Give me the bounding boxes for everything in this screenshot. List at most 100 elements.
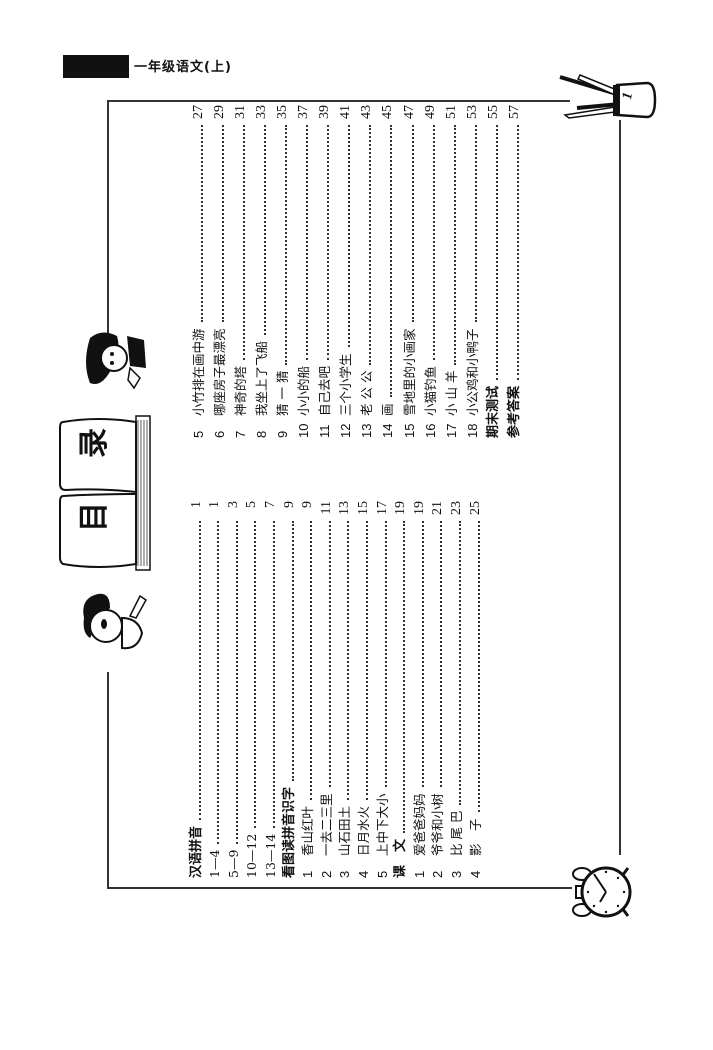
toc-entry-number: 18 xyxy=(464,423,480,438)
toc-entry-label: 小小的船 xyxy=(296,365,312,416)
dot-leader xyxy=(347,521,350,800)
pencil-cup-icon xyxy=(559,74,657,119)
toc-entry-number: 9 xyxy=(275,430,291,438)
toc-entry-label: 三个小学生 xyxy=(338,353,354,416)
toc-entry-page: 53 xyxy=(464,105,480,119)
toc-entry-label: 一去二三里 xyxy=(318,793,334,856)
dot-leader xyxy=(264,125,267,335)
toc-entry-label: 小猫钓鱼 xyxy=(422,365,438,416)
toc-entry-number: 16 xyxy=(422,423,438,438)
dot-leader xyxy=(217,521,220,844)
toc-entry-page: 29 xyxy=(212,105,228,119)
toc-entry-label: 1—4 xyxy=(207,849,223,878)
toc-entry-page: 49 xyxy=(422,105,438,119)
toc-entry-label: 老 公 公 xyxy=(359,370,375,416)
toc-entry-number: 3 xyxy=(448,870,464,878)
toc-entry-label: 影 子 xyxy=(467,818,483,856)
frame-top-line xyxy=(108,100,570,102)
toc-entry-label: 课 文 xyxy=(393,838,409,878)
dot-leader xyxy=(421,521,424,788)
toc-entry-page: 19 xyxy=(393,501,409,515)
toc-entry-number: 2 xyxy=(430,870,446,878)
toc-entry-label: 小竹排在画中游 xyxy=(191,328,207,416)
frame-right-line xyxy=(619,120,621,855)
toc-entry-label: 画 xyxy=(380,403,396,416)
toc-entry-page: 15 xyxy=(355,501,371,515)
dot-leader xyxy=(440,521,443,788)
toc-entry-number: 5 xyxy=(191,430,207,438)
toc-entry-page: 33 xyxy=(254,105,270,119)
dot-leader xyxy=(477,521,480,813)
toc-entry-page: 41 xyxy=(338,105,354,119)
toc-entry: 5 小竹排在画中游 27 xyxy=(185,105,206,438)
frame-left-line-lower xyxy=(107,672,109,888)
toc-entry: 9 猜 一 猜 35 xyxy=(269,105,290,438)
toc-entry-page: 27 xyxy=(191,105,207,119)
toc-entry-page: 47 xyxy=(401,105,417,119)
toc-entry-number: 8 xyxy=(254,430,270,438)
toc-entry-label: 上中下大小 xyxy=(374,793,390,856)
toc-entry-label: 13—14 xyxy=(262,833,278,878)
toc-entry-label: 雪地里的小画家 xyxy=(401,328,417,416)
toc-entry: 12 三个小学生 41 xyxy=(332,105,353,438)
toc-entry-number: 5 xyxy=(374,870,390,878)
toc-entry-page: 11 xyxy=(318,501,334,515)
toc-entry: 1—4 1 xyxy=(204,501,223,878)
dot-leader xyxy=(495,125,498,380)
toc-entry-label: 山石田土 xyxy=(337,805,353,856)
toc-entry-page: 1 xyxy=(207,501,223,508)
running-header: 一年级语文(上) xyxy=(134,56,238,80)
toc-entry-page: 3 xyxy=(225,501,241,508)
toc-entry-page: 51 xyxy=(443,105,459,119)
toc-entry-label: 比 尾 巴 xyxy=(448,810,464,856)
toc-entry-label: 神奇的塔 xyxy=(233,365,249,416)
dot-leader xyxy=(235,521,238,844)
toc-entry-page: 9 xyxy=(281,501,297,508)
boy-illustration xyxy=(83,593,147,650)
toc-entry-label: 香山红叶 xyxy=(300,805,316,856)
dot-leader xyxy=(222,125,225,323)
dot-leader xyxy=(403,521,406,833)
toc-entry-page: 35 xyxy=(275,105,291,119)
toc-entry-page: 25 xyxy=(467,501,483,515)
toc-entry-page: 37 xyxy=(296,105,312,119)
toc-entry-number: 3 xyxy=(337,870,353,878)
toc-entry-number: 17 xyxy=(443,423,459,438)
header-tab-block xyxy=(63,55,129,78)
dot-leader xyxy=(453,125,456,365)
toc-entry-page: 57 xyxy=(506,105,522,119)
frame-left-line-upper xyxy=(107,100,109,345)
dot-leader xyxy=(348,125,351,348)
alarm-clock-icon xyxy=(572,866,632,918)
toc-entry-number: 4 xyxy=(355,870,371,878)
toc-entry-label: 10—12 xyxy=(244,833,260,878)
toc-entry-label: 猜 一 猜 xyxy=(275,370,291,416)
toc-entry-label: 自己去吧 xyxy=(317,365,333,416)
toc-entry-number: 12 xyxy=(338,423,354,438)
toc-entry-number: 4 xyxy=(467,870,483,878)
toc-entry-page: 23 xyxy=(448,501,464,515)
dot-leader xyxy=(516,125,519,380)
dot-leader xyxy=(272,521,275,828)
toc-entry-page: 55 xyxy=(485,105,501,119)
dot-leader xyxy=(365,521,368,800)
toc-entry-page: 17 xyxy=(374,501,390,515)
dot-leader xyxy=(201,125,204,323)
toc-entry-label: 看图读拼音识字 xyxy=(281,786,297,878)
